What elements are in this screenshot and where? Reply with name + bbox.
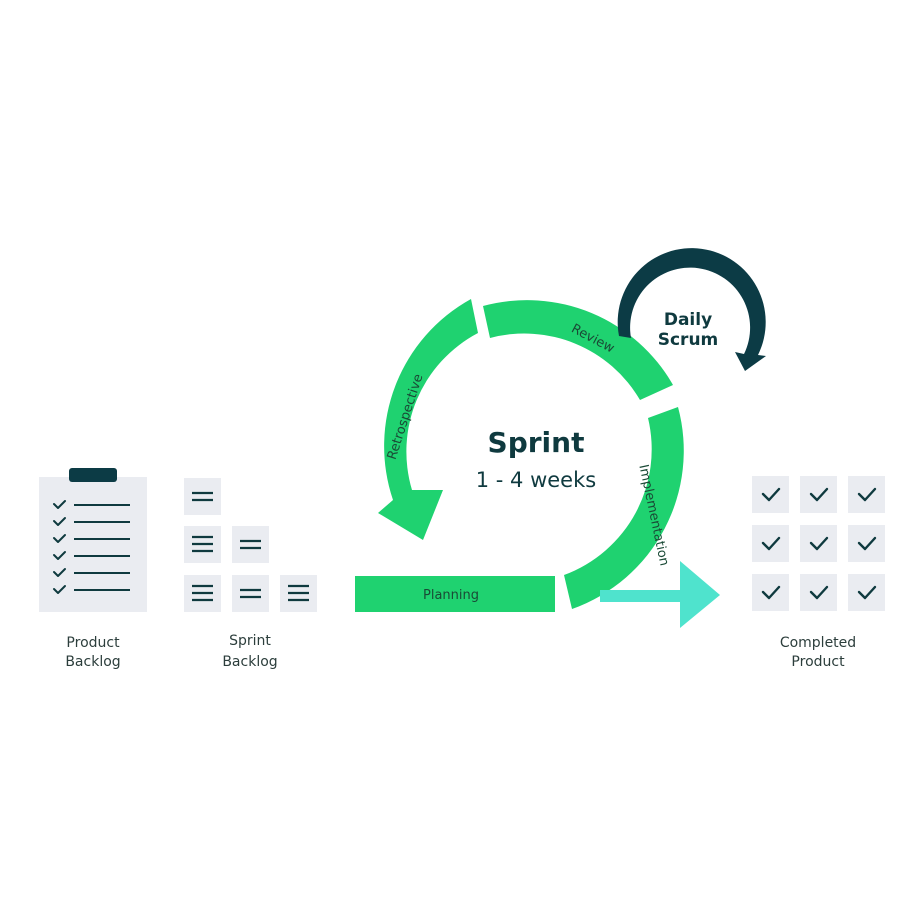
sprint-title: Sprint	[488, 426, 585, 459]
sprint-backlog: Sprint Backlog	[184, 478, 317, 670]
completed-product: Completed Product	[752, 476, 885, 670]
clipboard-clip	[69, 468, 117, 482]
completed-product-label-line1: Completed	[780, 635, 856, 651]
completed-item	[800, 525, 837, 562]
completed-item	[800, 476, 837, 513]
retrospective-arrow	[378, 299, 478, 540]
product-backlog-label-line2: Backlog	[65, 654, 120, 670]
checkmark-icon	[761, 585, 781, 600]
backlog-card	[232, 526, 269, 563]
checklist-row	[53, 585, 130, 594]
planning-arrow	[355, 576, 555, 612]
backlog-card	[184, 478, 221, 515]
completed-item	[848, 574, 885, 611]
daily-scrum-label-line2: Scrum	[658, 330, 719, 350]
completed-item	[752, 476, 789, 513]
checkmark-icon	[809, 487, 829, 502]
checkmark-icon	[53, 551, 66, 560]
completed-item	[752, 574, 789, 611]
list-lines-icon	[192, 584, 213, 602]
checkmark-icon	[53, 585, 66, 594]
checkmark-icon	[761, 536, 781, 551]
completed-item	[752, 525, 789, 562]
checklist-row	[53, 500, 130, 509]
list-lines-icon	[240, 588, 261, 599]
checklist-row	[53, 551, 130, 560]
daily-scrum: Daily Scrum	[617, 248, 766, 371]
product-backlog: Product Backlog	[39, 468, 147, 670]
checklist-row	[53, 534, 130, 543]
checkmark-icon	[761, 487, 781, 502]
completed-product-label-line2: Product	[791, 654, 845, 670]
list-lines-icon	[288, 584, 309, 602]
checkmark-icon	[53, 568, 66, 577]
list-lines-icon	[192, 535, 213, 553]
checkmark-icon	[53, 517, 66, 526]
sprint-duration: 1 - 4 weeks	[476, 468, 596, 492]
review-arc	[483, 300, 673, 400]
checkmark-icon	[809, 536, 829, 551]
sprint-backlog-label-line2: Backlog	[222, 654, 277, 670]
backlog-card	[184, 526, 221, 563]
planning-label: Planning	[423, 588, 479, 603]
sprint-backlog-cards	[184, 478, 317, 612]
checklist-row	[53, 517, 130, 526]
arrow-right-icon	[600, 561, 720, 628]
sprint-cycle: Planning Review Retrospective Implementa…	[355, 299, 720, 628]
list-lines-icon	[240, 539, 261, 550]
backlog-card	[232, 575, 269, 612]
circular-arrow-icon	[617, 248, 766, 371]
product-backlog-label-line1: Product	[66, 635, 120, 651]
clipboard-icon	[39, 477, 147, 612]
list-lines-icon	[192, 491, 213, 502]
completed-item	[848, 476, 885, 513]
checkmark-icon	[857, 585, 877, 600]
completed-product-grid	[752, 476, 885, 611]
checkmark-icon	[857, 487, 877, 502]
completed-item	[800, 574, 837, 611]
checkmark-icon	[53, 534, 66, 543]
checkmark-icon	[53, 500, 66, 509]
sprint-backlog-label-line1: Sprint	[229, 633, 271, 649]
backlog-card	[184, 575, 221, 612]
checkmark-icon	[857, 536, 877, 551]
checklist-row	[53, 568, 130, 577]
implementation-arc	[564, 407, 684, 609]
backlog-card	[280, 575, 317, 612]
checklist	[53, 500, 130, 594]
daily-scrum-label-line1: Daily	[664, 310, 712, 330]
completed-item	[848, 525, 885, 562]
checkmark-icon	[809, 585, 829, 600]
